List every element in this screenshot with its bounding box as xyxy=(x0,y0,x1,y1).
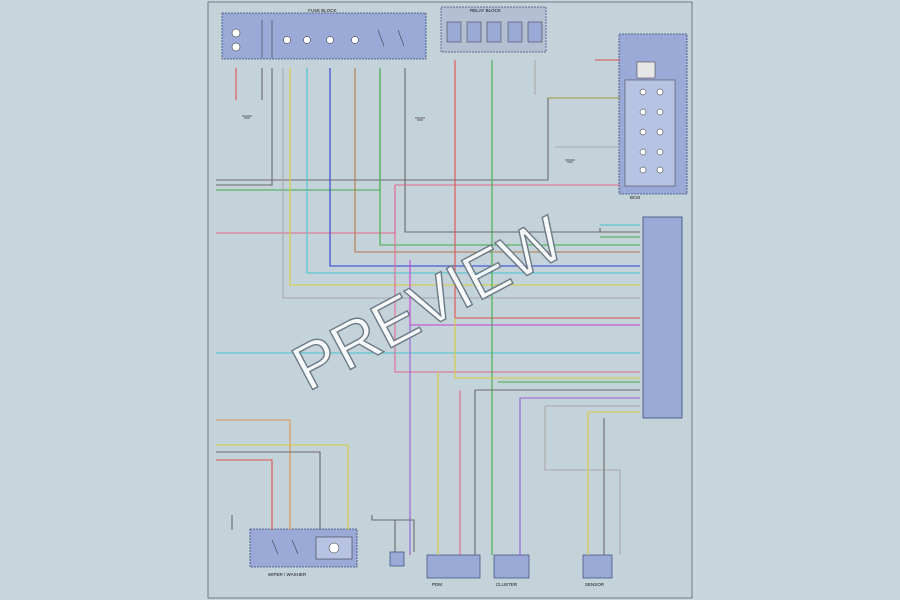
fuse-icon xyxy=(231,28,359,52)
relay-block: RELAY BLOCK xyxy=(440,6,547,53)
pdm-label: PDM xyxy=(432,582,442,587)
relay-block-label: RELAY BLOCK xyxy=(470,8,501,13)
wire-cyan xyxy=(306,68,640,274)
bcm-label: BCM xyxy=(630,195,640,200)
bcm-module: BCM xyxy=(618,33,688,200)
wire-yellow xyxy=(216,444,349,530)
cluster-module: CLUSTER xyxy=(493,554,530,587)
wire-dark-gray xyxy=(371,515,415,552)
relay-icon xyxy=(639,88,664,174)
control-module xyxy=(642,216,683,419)
wire-green xyxy=(379,68,640,246)
wire-pink xyxy=(394,185,640,373)
wire-dark-gray xyxy=(470,228,601,233)
sensor-module: SENSOR xyxy=(582,554,613,587)
pdm-module: PDM xyxy=(426,554,481,587)
wire-red xyxy=(216,459,273,530)
wire-brown xyxy=(354,68,640,253)
wiper-label: WIPER / WASHER xyxy=(268,572,307,577)
sensor-label: SENSOR xyxy=(585,582,605,587)
wire-dark-gray xyxy=(216,68,273,186)
diagram-sheet xyxy=(207,1,693,599)
ground-icon xyxy=(242,115,575,163)
wire-blue xyxy=(329,68,640,267)
cluster-label: CLUSTER xyxy=(496,582,518,587)
wire-yellow xyxy=(454,318,640,379)
wire-light-gray xyxy=(282,68,640,299)
fuse-block-label: FUSE BLOCK xyxy=(308,8,337,13)
connector-box xyxy=(389,551,405,567)
wire-light-gray xyxy=(544,406,621,555)
wiper-module: WIPER / WASHER xyxy=(249,528,358,577)
fuse-block: FUSE BLOCK xyxy=(221,8,427,60)
wire-dark-gray xyxy=(216,451,321,530)
wire-harness xyxy=(216,59,640,555)
wire-yellow xyxy=(289,68,640,286)
